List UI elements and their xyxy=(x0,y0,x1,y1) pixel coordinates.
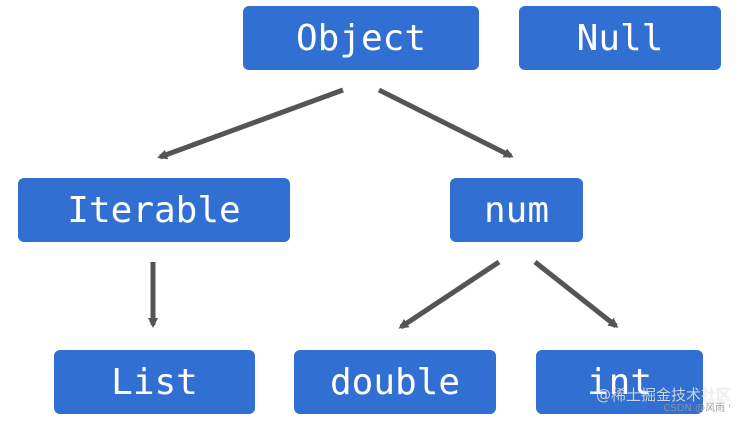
node-null: Null xyxy=(519,6,721,70)
node-double-label: double xyxy=(329,361,461,403)
arrow-object-to-num xyxy=(377,87,514,159)
node-object: Object xyxy=(243,6,479,70)
node-double: double xyxy=(294,350,496,414)
node-num: num xyxy=(450,178,583,242)
watermark: @稀土掘金技术社区 CSDN @风雨 ' xyxy=(595,385,731,414)
node-int: int xyxy=(536,350,703,414)
watermark-sub: CSDN @风雨 ' xyxy=(663,403,731,414)
node-iterable-label: Iterable xyxy=(67,189,241,231)
node-num-label: num xyxy=(483,189,550,231)
arrow-num-to-int xyxy=(533,260,619,328)
node-null-label: Null xyxy=(576,17,664,59)
arrow-num-to-double xyxy=(398,259,501,330)
node-object-label: Object xyxy=(295,17,427,59)
node-int-label: int xyxy=(586,361,653,403)
watermark-main: @稀土掘金技术社区 xyxy=(595,385,731,404)
node-list: List xyxy=(54,350,255,414)
node-list-label: List xyxy=(111,361,198,403)
arrow-object-to-iterable xyxy=(157,87,344,160)
node-iterable: Iterable xyxy=(18,178,290,242)
